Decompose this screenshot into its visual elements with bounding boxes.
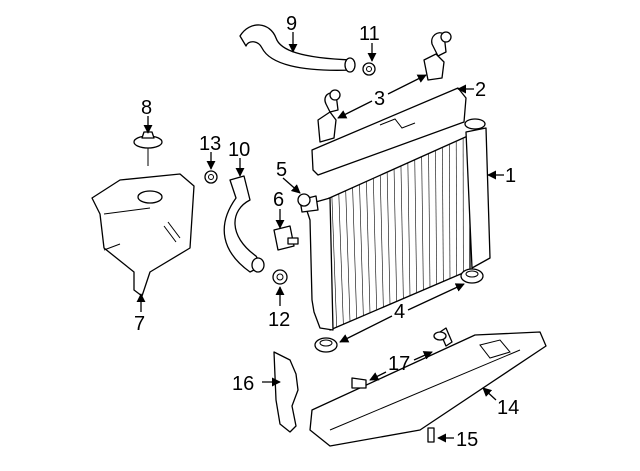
core-fin [407,162,411,296]
core-fin [331,196,337,328]
mount-bracket [273,225,299,251]
callout-10: 10 [228,139,250,161]
callout-15: 15 [456,429,478,451]
callout-3: 3 [374,88,385,110]
core-fin [393,169,397,302]
callout-12: 12 [268,309,290,331]
leader-17a [369,371,387,381]
callout-5: 5 [276,159,287,181]
leader-14 [482,387,497,401]
mount-bracket-16 [273,351,299,433]
core-fin [386,172,391,305]
radiator-core-fins [331,138,464,328]
coolant-reservoir [91,173,195,297]
callout-4: 4 [394,301,405,323]
callout-1: 1 [505,165,516,187]
upper-radiator-hose [239,24,356,73]
leader-3a [337,100,373,119]
core-fin [338,193,344,325]
callout-6: 6 [273,189,284,211]
hose-clamp-13 [204,170,218,184]
hose-clamp [362,62,376,76]
leader-4a [339,315,393,343]
lower-radiator-hose [223,175,265,273]
bolts [351,327,453,443]
core-fin [345,190,351,322]
radiator [299,118,491,331]
callout-labels: 1 2 3 4 5 6 7 8 9 10 11 12 13 14 15 16 1… [134,13,519,451]
callout-11: 11 [359,23,380,45]
reservoir-cap [133,131,163,166]
core-fin [442,147,444,282]
core-fin [428,153,431,288]
callout-17: 17 [388,353,410,375]
leader-4b [407,283,465,311]
core-fin [421,156,424,291]
callout-16: 16 [232,373,254,395]
callout-8: 8 [141,97,152,119]
leader-lines [136,32,504,443]
core-fin [366,181,371,313]
core-fin [373,178,377,311]
hose-clamp-12 [272,269,288,285]
core-fin [448,144,451,279]
core-fin [352,187,357,319]
core-fin [400,165,404,299]
radiator-hose-brackets [317,31,452,143]
callout-9: 9 [286,13,297,35]
callout-2: 2 [475,79,486,101]
radiator-insulators [314,268,484,353]
core-fin [414,159,417,293]
core-fin [359,184,364,316]
core-fin [379,175,384,308]
leader-3b [387,74,427,95]
callout-14: 14 [497,397,519,419]
leader-17b [413,351,433,361]
leader-5 [282,177,301,194]
callout-7: 7 [134,313,145,335]
core-fin [435,150,437,285]
callout-13: 13 [199,133,221,155]
drain-plug [297,193,311,207]
